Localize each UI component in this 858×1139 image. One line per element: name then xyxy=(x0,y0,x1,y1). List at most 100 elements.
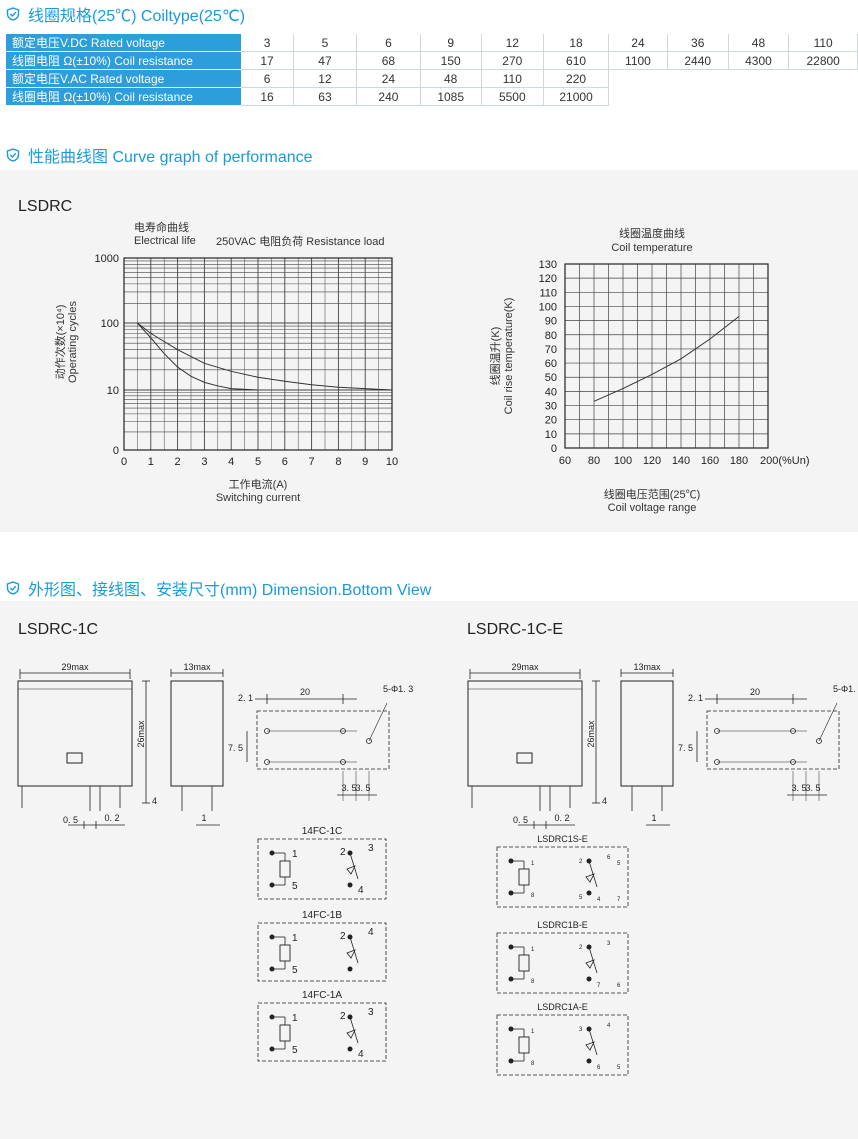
pin-number: 5 xyxy=(617,861,621,867)
spec-cell: 47 xyxy=(293,51,358,70)
spec-cell: 3 xyxy=(241,34,294,52)
spec-cell: 2440 xyxy=(667,51,729,70)
pin-number: 1 xyxy=(531,1029,535,1035)
height-offset-label: 4 xyxy=(152,796,157,806)
spec-cell: 12 xyxy=(293,69,358,88)
pin-number: 4 xyxy=(607,1023,611,1029)
section-title: 性能曲线图 Curve graph of performance xyxy=(28,149,313,166)
pin-number: 5 xyxy=(292,1045,298,1056)
pin-dot xyxy=(347,1046,353,1052)
wiring-box xyxy=(496,932,629,994)
pin-dot xyxy=(508,1058,514,1064)
pin-number: 4 xyxy=(358,885,364,896)
x-axis-label-en: Switching current xyxy=(216,492,300,504)
spec-cell: 21000 xyxy=(543,87,610,106)
pin-hole xyxy=(264,728,270,734)
y-tick-label: 0 xyxy=(551,443,557,455)
pin-number: 1 xyxy=(531,861,535,867)
spec-cell xyxy=(789,70,858,88)
y-tick-label: 10 xyxy=(545,429,557,441)
pin-number: 6 xyxy=(617,983,621,989)
x-tick-label: 8 xyxy=(335,456,341,468)
vertical-pitch-label: 7. 5 xyxy=(228,743,243,753)
pin-thickness-label: 0. 5 xyxy=(513,815,528,825)
pin-number: 5 xyxy=(579,895,583,901)
x-tick-label: 1 xyxy=(148,456,154,468)
section-curve-header: 性能曲线图 Curve graph of performance xyxy=(6,143,313,167)
front-view-body xyxy=(17,680,133,787)
spec-cell xyxy=(609,70,668,88)
plot-frame xyxy=(564,263,769,449)
spec-row-label: 额定电压V.AC Rated voltage xyxy=(6,69,242,88)
pin-number: 4 xyxy=(368,927,374,938)
spec-cell: 270 xyxy=(481,51,545,70)
pin-dot xyxy=(269,1046,275,1052)
spec-cell: 5 xyxy=(293,34,358,52)
bottom-view-outline xyxy=(706,710,840,770)
spacing-label-1: 3. 5 xyxy=(791,783,806,793)
y-axis-label-en: Coil rise temperature(K) xyxy=(503,298,515,415)
label-window xyxy=(66,752,83,764)
y-tick-label: 10 xyxy=(107,385,119,397)
coil-symbol xyxy=(279,1024,291,1042)
pin-gap-label: 0. 2 xyxy=(554,813,569,823)
chart-title-cn: 电寿命曲线 xyxy=(134,220,189,234)
x-tick-label: 200(%Un) xyxy=(760,455,810,467)
y-tick-label: 80 xyxy=(545,330,557,342)
wiring-box xyxy=(257,838,387,900)
pin-number: 2 xyxy=(340,847,346,858)
spec-cell: 18 xyxy=(543,34,610,52)
depth-dim-label: 13max xyxy=(633,662,661,672)
side-view-body xyxy=(620,680,674,787)
pin-hole xyxy=(340,759,346,765)
y-tick-label: 40 xyxy=(545,386,557,398)
pin-dot xyxy=(508,976,514,982)
contact-arrow xyxy=(585,959,595,969)
x-tick-label: 2 xyxy=(175,456,181,468)
spec-cell: 1100 xyxy=(608,51,668,70)
pin-dot xyxy=(269,934,275,940)
pin-width-label: 1 xyxy=(651,813,656,823)
pin-dot xyxy=(586,1058,592,1064)
pin-number: 5 xyxy=(292,881,298,892)
pin-number: 4 xyxy=(358,1049,364,1060)
width-dim-label: 29max xyxy=(61,662,89,672)
pin-dot xyxy=(586,890,592,896)
contact-arrow xyxy=(585,873,595,883)
pin-number: 7 xyxy=(597,983,601,989)
spec-row-label: 线圈电阻 Ω(±10%) Coil resistance xyxy=(6,87,242,106)
pin-number: 2 xyxy=(340,931,346,942)
chart-title-en: Coil temperature xyxy=(611,242,692,254)
pin-hole xyxy=(790,759,796,765)
contact-arrow xyxy=(346,865,356,875)
pin-dot xyxy=(269,850,275,856)
pin-hole xyxy=(816,738,822,744)
wiring-box xyxy=(496,846,629,908)
wiring-box xyxy=(257,922,387,982)
y-tick-label: 70 xyxy=(545,344,557,356)
pin-number: 1 xyxy=(531,947,535,953)
hole-size-label: 5-Φ1. 3 xyxy=(383,684,413,694)
pin-hole xyxy=(366,738,372,744)
spec-cell xyxy=(667,70,728,88)
pin-dot xyxy=(508,1026,514,1032)
spec-cell: 1085 xyxy=(420,87,482,106)
pin-number: 3 xyxy=(368,1007,374,1018)
y-axis-label-en: Operating cycles xyxy=(67,301,79,383)
pin-width-label: 1 xyxy=(201,813,206,823)
height-dim-label: 26max xyxy=(136,720,146,748)
spec-cell: 6 xyxy=(356,34,421,52)
spacing-label-2: 3. 5 xyxy=(355,783,370,793)
spec-cell: 5500 xyxy=(481,87,545,106)
chart-title-cn: 线圈温度曲线 xyxy=(619,226,685,240)
spec-cell: 63 xyxy=(293,87,358,106)
x-tick-label: 9 xyxy=(362,456,368,468)
wiring-title: 14FC-1C xyxy=(302,826,343,837)
spec-cell: 220 xyxy=(543,69,610,88)
wiring-box xyxy=(496,1014,629,1076)
section-title: 外形图、接线图、安装尺寸(mm) Dimension.Bottom View xyxy=(28,582,432,599)
spec-cell: 6 xyxy=(241,69,294,88)
